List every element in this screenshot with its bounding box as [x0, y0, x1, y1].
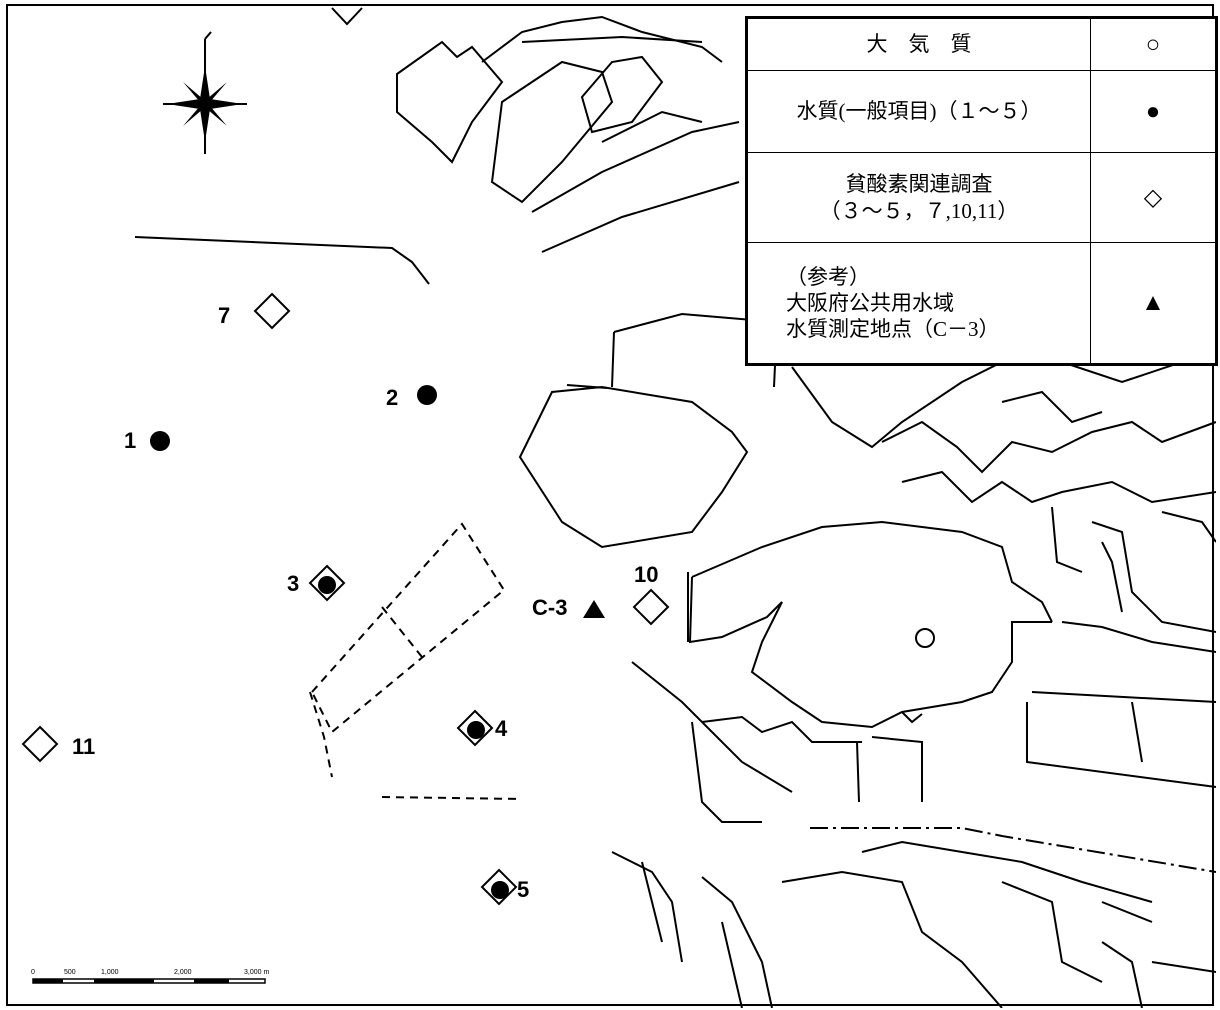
- station-label: 1: [124, 428, 136, 453]
- filled-circle-icon: [318, 576, 336, 594]
- legend-label: 大 気 質: [747, 18, 1091, 71]
- air-quality-station: [915, 628, 935, 648]
- station-5: 5: [480, 868, 529, 906]
- open-diamond-icon: ◇: [1090, 152, 1216, 243]
- scale-tick: 2,000: [174, 969, 192, 976]
- map-legend: 大 気 質 ○ 水質(一般項目)（１～５） ● 貧酸素関連調査 （３～５，７,1…: [745, 16, 1218, 366]
- legend-row-reference: （参考） 大阪府公共用水域 水質測定地点（C－3） ▲: [747, 242, 1216, 364]
- scale-tick: 0: [31, 969, 35, 976]
- coastlines: [134, 7, 1216, 1008]
- station-label: 5: [517, 877, 529, 902]
- legend-label: 水質(一般項目)（１～５）: [747, 70, 1091, 153]
- dashed-reclamation-area: [309, 522, 523, 800]
- open-circle-icon: [915, 628, 935, 648]
- legend-line: （参考）: [786, 264, 870, 289]
- scale-tick: 500: [64, 969, 76, 976]
- dash-dot-boundary: [810, 827, 1216, 873]
- station-10: 10: [632, 562, 670, 626]
- station-label: C-3: [532, 595, 567, 620]
- open-diamond-icon: [308, 564, 346, 602]
- harbor-map: 1 2 3 4 5 7 10: [21, 7, 1216, 1008]
- filled-circle-icon: ●: [1090, 70, 1216, 153]
- legend-line: （３～５，７,10,11）: [819, 198, 1019, 223]
- filled-circle-icon: [491, 881, 509, 899]
- filled-circle-icon: [150, 431, 170, 451]
- station-label: 11: [72, 734, 95, 759]
- legend-row-air-quality: 大 気 質 ○: [747, 18, 1216, 71]
- open-diamond-icon: [632, 588, 670, 626]
- open-diamond-icon: [21, 725, 59, 763]
- scale-tick: 3,000 m: [244, 969, 269, 976]
- station-label: 2: [386, 385, 398, 410]
- scale-bar: 0 500 1,000 2,000 3,000 m: [31, 969, 269, 984]
- legend-row-water-quality: 水質(一般項目)（１～５） ●: [747, 70, 1216, 153]
- legend-line: 水質測定地点（C－3）: [786, 317, 1000, 342]
- station-11: 11: [21, 725, 95, 763]
- legend-row-hypoxia: 貧酸素関連調査 （３～５，７,10,11） ◇: [747, 152, 1216, 243]
- open-diamond-icon: [253, 292, 291, 330]
- map-frame: 1 2 3 4 5 7 10: [6, 4, 1218, 1008]
- station-label: 10: [634, 562, 658, 587]
- station-4: 4: [456, 709, 508, 747]
- legend-label: （参考） 大阪府公共用水域 水質測定地点（C－3）: [747, 242, 1091, 364]
- filled-triangle-icon: [583, 600, 605, 618]
- filled-circle-icon: [417, 385, 437, 405]
- compass-rose-icon: [163, 31, 247, 154]
- legend-line: 大阪府公共用水域: [786, 290, 954, 315]
- legend-label: 貧酸素関連調査 （３～５，７,10,11）: [747, 152, 1091, 243]
- open-diamond-icon: [480, 868, 518, 906]
- filled-circle-icon: [467, 721, 485, 739]
- station-3: 3: [287, 564, 346, 602]
- filled-triangle-icon: ▲: [1090, 242, 1216, 364]
- open-diamond-icon: [456, 709, 494, 747]
- open-circle-icon: ○: [1090, 18, 1216, 71]
- station-2: 2: [386, 385, 437, 410]
- station-label: 7: [218, 303, 230, 328]
- legend-line: 貧酸素関連調査: [845, 172, 993, 197]
- station-label: 4: [495, 716, 508, 741]
- station-1: 1: [124, 428, 170, 453]
- station-c3: C-3: [532, 595, 605, 620]
- scale-tick: 1,000: [101, 969, 119, 976]
- station-label: 3: [287, 571, 299, 596]
- station-7: 7: [218, 292, 291, 330]
